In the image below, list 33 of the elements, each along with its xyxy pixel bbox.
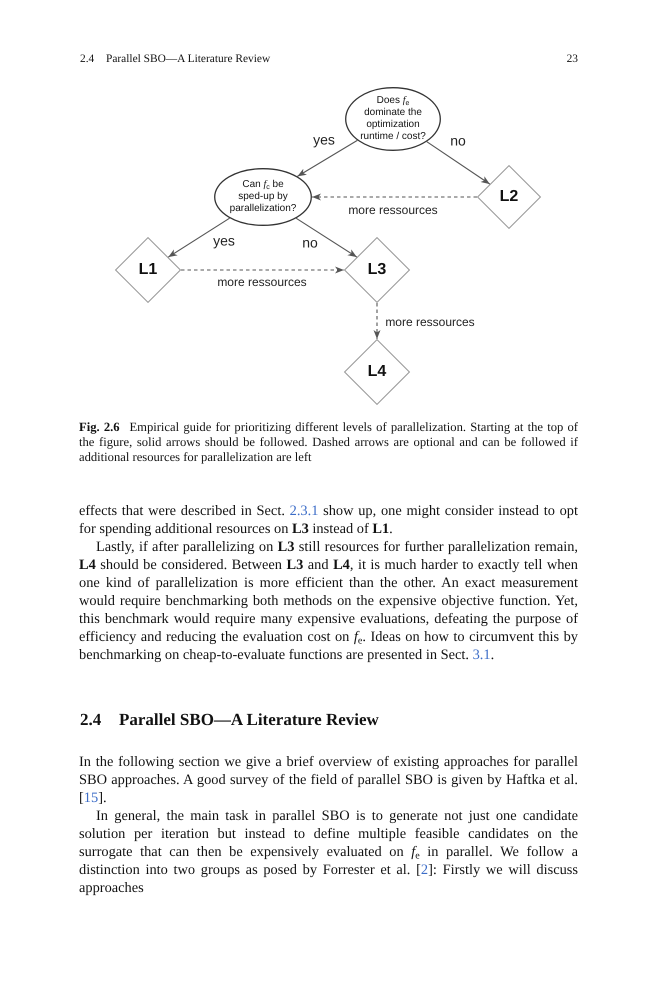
body-paragraph: In the following section we give a brief overview of existing approaches for parallel SBO approaches. A good survey of the field of parallel SBO is given by Haftka et al. [15]. (79, 753, 578, 807)
level-label: L3 (368, 261, 386, 279)
running-header: 2.4 (80, 52, 94, 66)
level-label: L1 (138, 261, 158, 279)
link: 2 (420, 862, 428, 878)
link: 2.3.1 (290, 503, 318, 519)
level-diamond (344, 339, 410, 405)
decision-ellipse (345, 87, 441, 151)
dashed-arrow (181, 266, 344, 274)
level-diamond (344, 237, 410, 303)
question-text: Can f$_{c}$ be sped-up by parallelization? (229, 178, 297, 216)
link: 15 (84, 790, 98, 806)
link: 3.1 (472, 647, 491, 663)
section-number: 2.4 (80, 709, 102, 731)
arrow (168, 218, 230, 258)
level-label: L4 (368, 363, 386, 381)
figure-caption: Fig. 2.6 Empirical guide for prioritizing different levels of parallelization. Starting at the top of the figure, solid arrows should be followed. Dashed arrows are optional and can be followed if additional resources for parallelization are left (79, 420, 578, 465)
dashed-arrow (312, 194, 477, 200)
arrow (296, 218, 358, 258)
body-paragraph: Lastly, if after parallelizing on L3 still resources for further parallelization remain, L4 should be considered. Between L3 and L4, it is much harder to exactly tell when one kind of parallelization is more efficient than the other. An exact measurement would require benchmarking both methods on the expensive objective function. Yet, this benchmark would require many expensive evaluations, defeating the purpose of efficiency and reducing the evaluation cost on f$_{e}$. Ideas on how to circumvent this by benchmarking on cheap-to-evaluate functions are presented in Sect. 3.1. (79, 538, 578, 664)
running-header: Parallel SBO—A Literature Review (106, 52, 270, 66)
dashed-arrow (374, 303, 380, 339)
section-heading: Parallel SBO—A Literature Review (119, 709, 379, 731)
body-paragraph: effects that were described in Sect. 2.3.1 show up, one might consider instead to opt for spending additional resources on L3 instead of L1. (79, 502, 578, 538)
arrow (297, 140, 358, 177)
decision-ellipse (214, 168, 312, 226)
level-diamond (477, 165, 541, 229)
page-number: 23 (566, 52, 578, 66)
question-text: Does f$_{e}$ dominate the optimization runtime / cost? (359, 94, 427, 144)
body-paragraph: In general, the main task in parallel SBO is to generate not just one candidate solution per iteration but instead to define multiple feasible candidates on the surrogate that can then be expensively evaluated on f$_{e}$ in parallel. We follow a distinction into two groups as posed by Forrester et al. [2]: Firstly we will discuss approaches (79, 807, 578, 897)
level-diamond (115, 237, 181, 303)
level-label: L2 (500, 188, 518, 206)
arrow (426, 141, 490, 185)
